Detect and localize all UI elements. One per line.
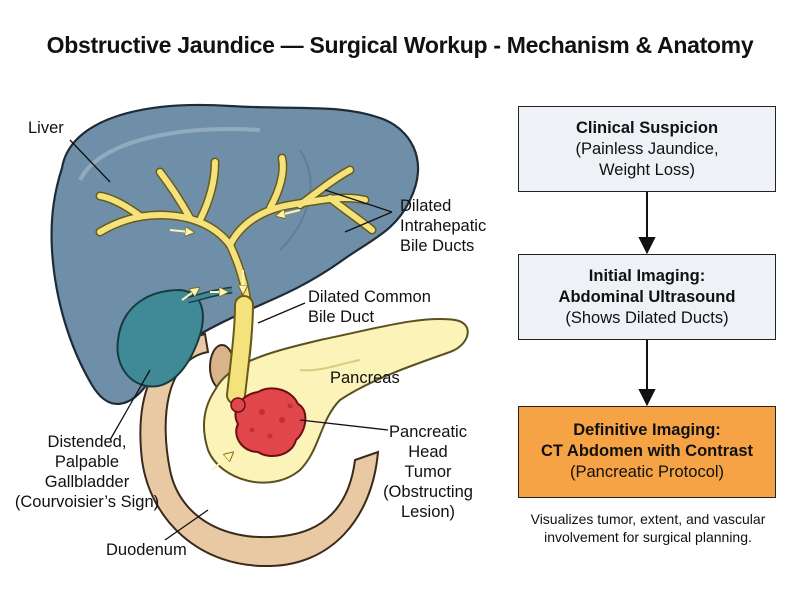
flow-box-initial-imaging: Initial Imaging: Abdominal Ultrasound (S… (518, 254, 776, 340)
bile-flow-arrows (169, 210, 301, 471)
bile-ducts (95, 153, 377, 405)
label-liver: Liver (28, 119, 64, 137)
flow-arrows (638, 192, 656, 407)
label-pancreatic-tumor: Pancreatic Head Tumor (Obstructing Lesio… (383, 423, 473, 521)
duodenum-shape (139, 332, 380, 568)
label-duodenum: Duodenum (106, 541, 187, 559)
label-pancreas: Pancreas (330, 369, 400, 387)
label-gallbladder: Distended, Palpable Gallbladder (Courvoi… (14, 433, 160, 511)
ct-note: Visualizes tumor, extent, and vascular i… (530, 511, 766, 545)
gallbladder-shape (116, 288, 204, 388)
page-title: Obstructive Jaundice — Surgical Workup -… (46, 32, 754, 58)
label-common-bile-duct: Dilated Common Bile Duct (308, 288, 431, 326)
flow-box-definitive-imaging: Definitive Imaging: CT Abdomen with Cont… (518, 406, 776, 498)
label-intrahepatic-ducts: Dilated Intrahepatic Bile Ducts (400, 197, 487, 255)
flow-box-clinical-suspicion: Clinical Suspicion (Painless Jaundice, W… (518, 106, 776, 192)
